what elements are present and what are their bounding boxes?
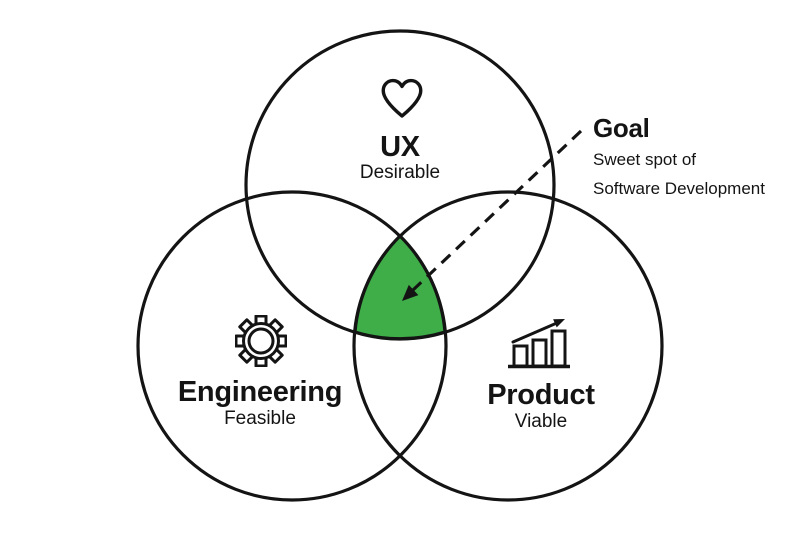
- growth-arrow-icon: [511, 321, 560, 344]
- goal-description: Sweet spot of Software Development: [593, 150, 765, 198]
- engineering-label: Engineering: [177, 376, 343, 408]
- heart-icon: [381, 78, 423, 118]
- ux-trait-label: Desirable: [359, 162, 441, 183]
- sweet-spot-region: [353, 233, 447, 341]
- gear-icon: [235, 315, 287, 367]
- goal-label: Goal: [593, 113, 650, 143]
- goal-arrowhead-icon: [402, 284, 419, 301]
- product-trait-label: Viable: [514, 411, 568, 432]
- product-circle: [352, 190, 664, 502]
- product-label: Product: [487, 379, 595, 411]
- engineering-trait-label: Feasible: [224, 408, 296, 429]
- engineering-circle: [136, 190, 448, 502]
- ux-label: UX: [380, 131, 420, 163]
- bar-chart-icon: [508, 319, 570, 369]
